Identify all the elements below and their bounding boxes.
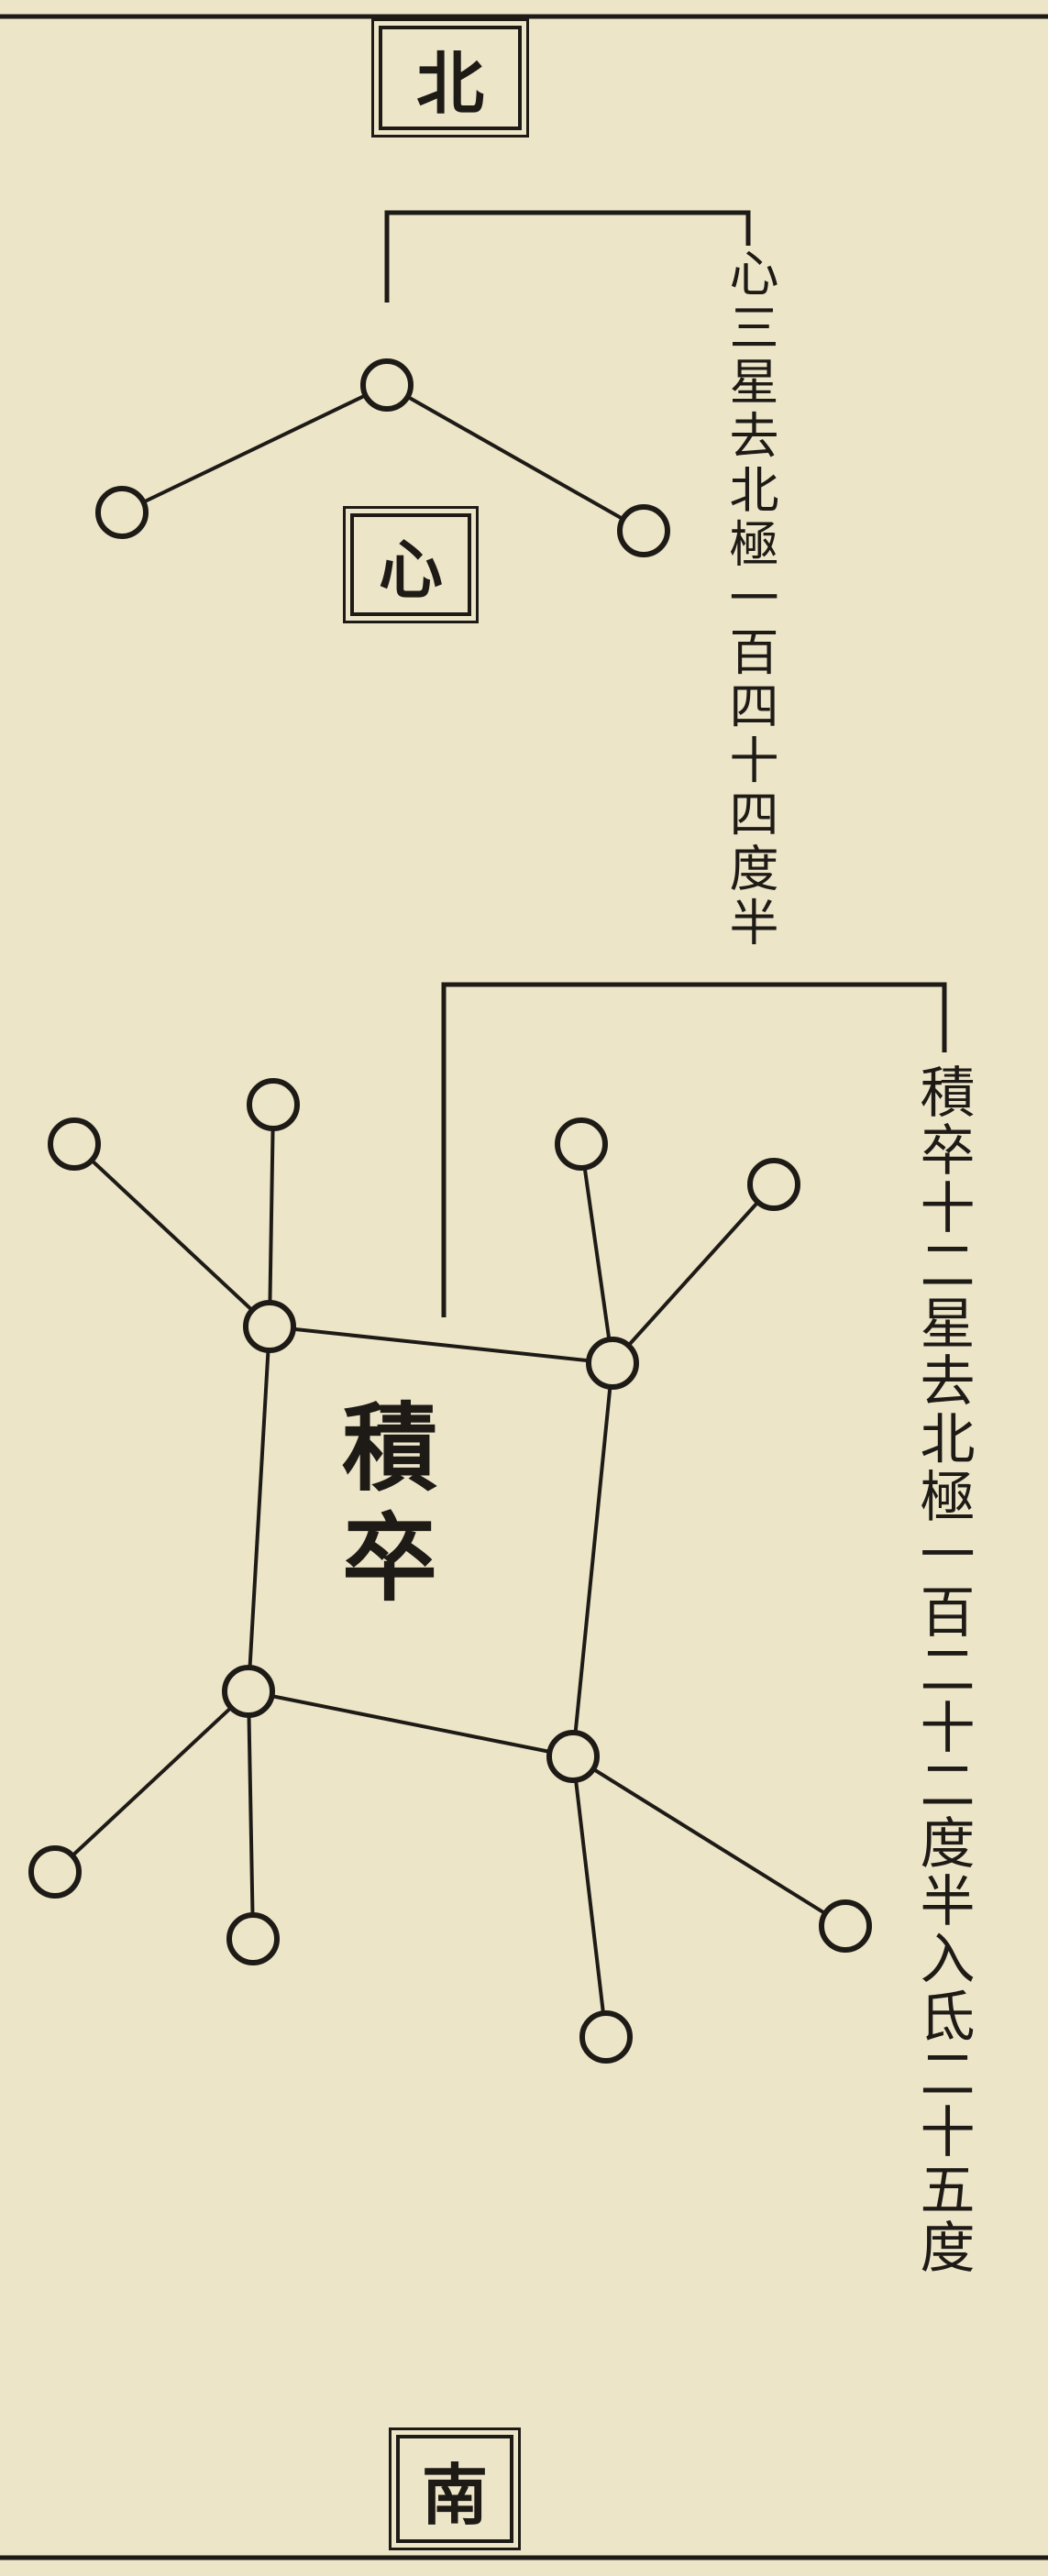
xin-annotation: 心三星去北極一百四十四度半 [721, 248, 778, 951]
page-border-lines [0, 14, 1048, 2560]
jizu-star-2 [222, 1665, 275, 1718]
jizu-bracket [441, 982, 947, 1317]
jizu-line-8 [53, 1690, 250, 1874]
jizu-line-3 [248, 1690, 574, 1758]
jizu-star-6 [555, 1117, 608, 1171]
xin-line-0 [121, 383, 388, 514]
north-direction-label: 北 [371, 18, 529, 138]
xin-constellation-name: 心 [343, 506, 479, 623]
jizu-line-10 [571, 1755, 847, 1928]
jizu-star-0 [243, 1300, 296, 1353]
jizu-star-5 [247, 1078, 300, 1131]
jizu-line-1 [247, 1326, 271, 1692]
xin-bracket-line [384, 210, 751, 303]
jizu-line-7 [611, 1183, 776, 1365]
jizu-constellation-name: 積 卒 [335, 1393, 445, 1613]
jizu-star-4 [48, 1117, 101, 1171]
jizu-star-3 [546, 1730, 600, 1783]
jizu-star-10 [819, 1899, 872, 1953]
jizu-name-char-1: 積 [341, 1392, 437, 1504]
constellation-stars [28, 358, 872, 2064]
jizu-star-1 [586, 1337, 639, 1390]
constellation-lines [53, 383, 847, 2038]
jizu-line-4 [72, 1142, 271, 1328]
xin-star-1 [95, 486, 149, 539]
jizu-star-11 [579, 2010, 633, 2064]
jizu-line-0 [269, 1325, 613, 1365]
jizu-star-8 [28, 1845, 82, 1899]
xin-star-0 [360, 358, 414, 412]
jizu-annotation: 積卒十二星去北極一百二十二度半入氐二十五度 [910, 1063, 975, 2276]
jizu-line-11 [571, 1756, 608, 2038]
xin-line-1 [386, 383, 645, 533]
jizu-star-9 [226, 1912, 280, 1965]
south-direction-label: 南 [389, 2427, 521, 2550]
jizu-line-6 [579, 1143, 614, 1364]
xin-star-2 [617, 504, 670, 557]
jizu-line-9 [247, 1690, 255, 1940]
jizu-bracket-line [441, 982, 947, 1317]
xin-bracket [384, 210, 751, 303]
jizu-name-char-2: 卒 [341, 1501, 437, 1614]
jizu-line-2 [571, 1362, 614, 1757]
jizu-line-5 [268, 1104, 275, 1327]
jizu-star-7 [747, 1158, 800, 1211]
